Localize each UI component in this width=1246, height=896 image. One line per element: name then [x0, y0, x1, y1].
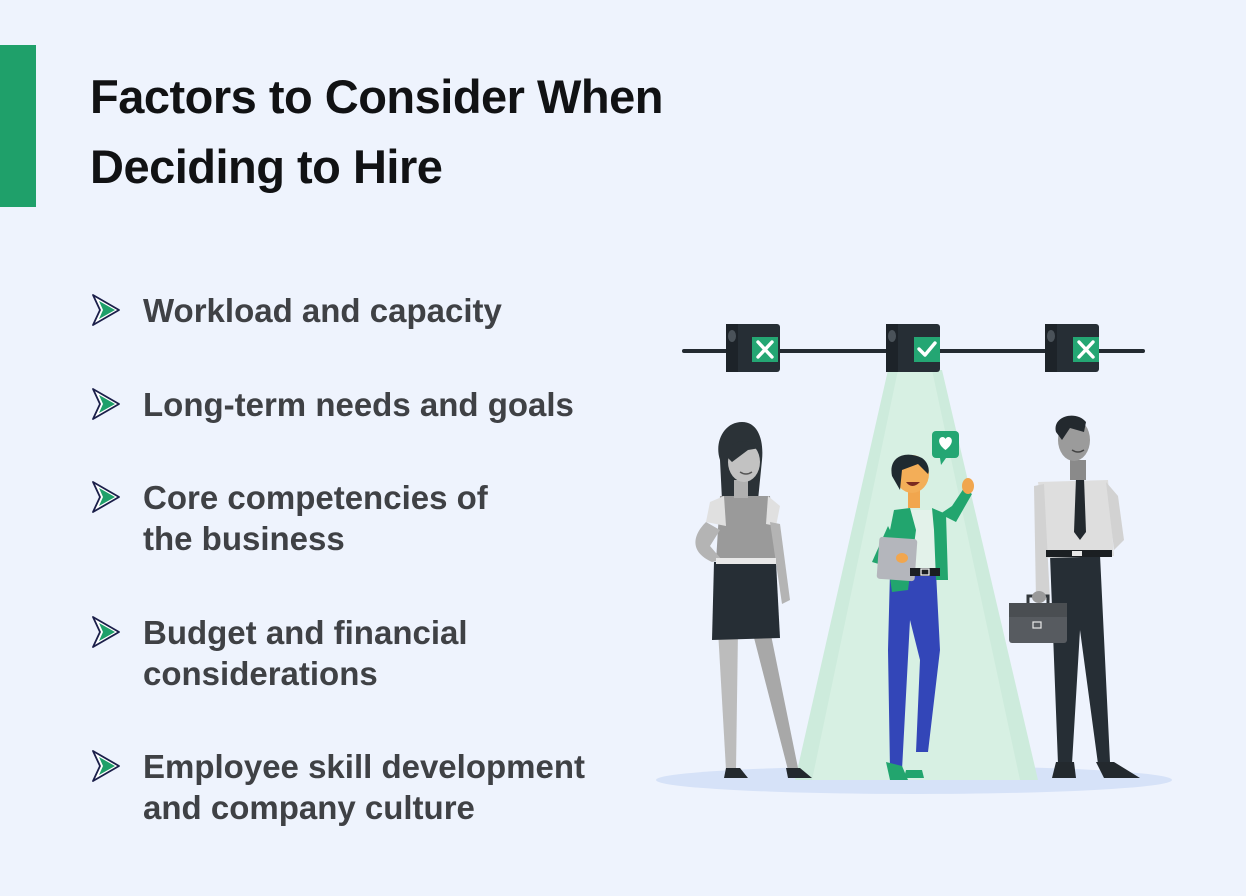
- camera-selected: [886, 324, 940, 372]
- person-man-right: [1009, 415, 1140, 778]
- factor-text-continued: considerations: [143, 655, 378, 692]
- accent-bar: [0, 45, 36, 207]
- check-mark-icon: [917, 341, 937, 357]
- list-item: Core competencies of the business: [90, 477, 603, 559]
- factor-text-continued: and company culture: [143, 789, 475, 826]
- factor-text: Core competencies of: [143, 479, 488, 516]
- factor-text: Long-term needs and goals: [143, 386, 574, 423]
- camera-rejected: [1045, 324, 1099, 372]
- list-item: Long-term needs and goals: [90, 384, 603, 425]
- list-item: Workload and capacity: [90, 290, 603, 331]
- list-item: Budget and financial considerations: [90, 612, 603, 694]
- green-arrow-chevron-icon: [92, 294, 120, 326]
- x-mark-icon: [756, 340, 774, 359]
- speech-bubble: [932, 431, 959, 465]
- factor-text: Workload and capacity: [143, 292, 502, 329]
- x-mark-icon: [1077, 340, 1095, 359]
- title-line-1: Factors to Consider When: [90, 70, 663, 123]
- briefcase: [1009, 594, 1067, 643]
- page-title: Factors to Consider When Deciding to Hir…: [90, 62, 730, 202]
- title-line-2: Deciding to Hire: [90, 140, 443, 193]
- person-woman-left: [695, 422, 812, 778]
- green-arrow-chevron-icon: [92, 616, 120, 648]
- hiring-spotlight-illustration: [656, 324, 1172, 794]
- person-woman-center: [872, 431, 974, 780]
- factor-text-continued: the business: [143, 520, 345, 557]
- heart-icon: [939, 437, 952, 450]
- list-item: Employee skill development and company c…: [90, 746, 603, 828]
- factor-text: Budget and financial: [143, 614, 468, 651]
- factor-text: Employee skill development: [143, 748, 585, 785]
- green-arrow-chevron-icon: [92, 388, 120, 420]
- green-arrow-chevron-icon: [92, 750, 120, 782]
- green-arrow-chevron-icon: [92, 481, 120, 513]
- camera-rejected: [726, 324, 780, 372]
